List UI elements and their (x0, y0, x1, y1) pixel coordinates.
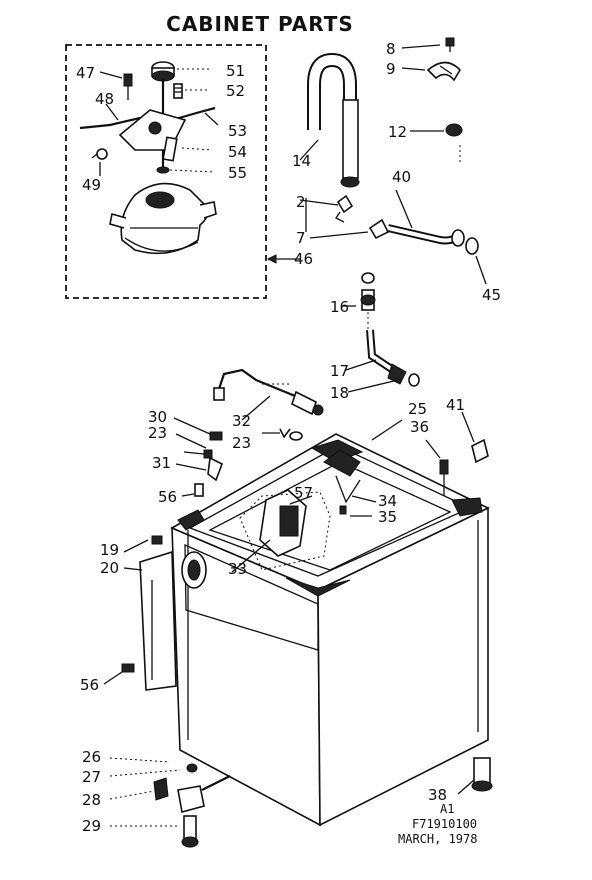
label-34: 34 (378, 492, 397, 510)
part-labels: 47 48 49 51 52 53 54 55 46 14 8 9 12 2 7… (76, 40, 501, 835)
label-56-lower: 56 (80, 676, 99, 694)
label-23-left: 23 (148, 424, 167, 442)
switch-parts (173, 368, 324, 497)
label-17: 17 (330, 362, 349, 380)
label-12: 12 (388, 123, 407, 141)
label-55: 55 (228, 164, 247, 182)
label-25: 25 (408, 400, 427, 418)
label-57: 57 (294, 484, 313, 502)
drain-hose (299, 52, 360, 188)
label-2: 2 (296, 193, 306, 211)
label-53: 53 (228, 122, 247, 140)
label-41: 41 (446, 396, 465, 414)
label-16: 16 (330, 298, 349, 316)
label-8: 8 (386, 40, 396, 58)
label-47: 47 (76, 64, 95, 82)
label-45: 45 (482, 286, 501, 304)
label-35: 35 (378, 508, 397, 526)
label-20: 20 (100, 559, 119, 577)
footer-part-number: F71910100 (412, 817, 478, 831)
label-19: 19 (100, 541, 119, 559)
label-7: 7 (296, 229, 306, 247)
fill-hose-parts (299, 189, 487, 285)
label-29: 29 (82, 817, 101, 835)
label-36: 36 (410, 418, 429, 436)
label-56-upper: 56 (158, 488, 177, 506)
footer-date: MARCH, 1978 (398, 832, 478, 846)
label-31: 31 (152, 454, 171, 472)
diagram-title: CABINET PARTS (166, 12, 354, 36)
label-23-right: 23 (232, 434, 251, 452)
label-51: 51 (226, 62, 245, 80)
label-33: 33 (228, 560, 247, 578)
label-30: 30 (148, 408, 167, 426)
cabinet (103, 411, 493, 848)
clamp-parts (401, 37, 463, 165)
label-46: 46 (294, 250, 313, 268)
footer-revision: A1 (440, 802, 455, 816)
label-52: 52 (226, 82, 245, 100)
label-28: 28 (82, 791, 101, 809)
label-32: 32 (232, 412, 251, 430)
label-48: 48 (95, 90, 114, 108)
label-54: 54 (228, 143, 247, 161)
pump-assembly-box (65, 44, 267, 299)
label-49: 49 (82, 176, 101, 194)
label-38: 38 (428, 786, 447, 804)
label-26: 26 (82, 748, 101, 766)
label-9: 9 (386, 60, 396, 78)
inlet-parts (342, 272, 420, 393)
label-40: 40 (392, 168, 411, 186)
pump-assembly (65, 44, 300, 299)
label-18: 18 (330, 384, 349, 402)
label-27: 27 (82, 768, 101, 786)
label-14: 14 (292, 152, 311, 170)
